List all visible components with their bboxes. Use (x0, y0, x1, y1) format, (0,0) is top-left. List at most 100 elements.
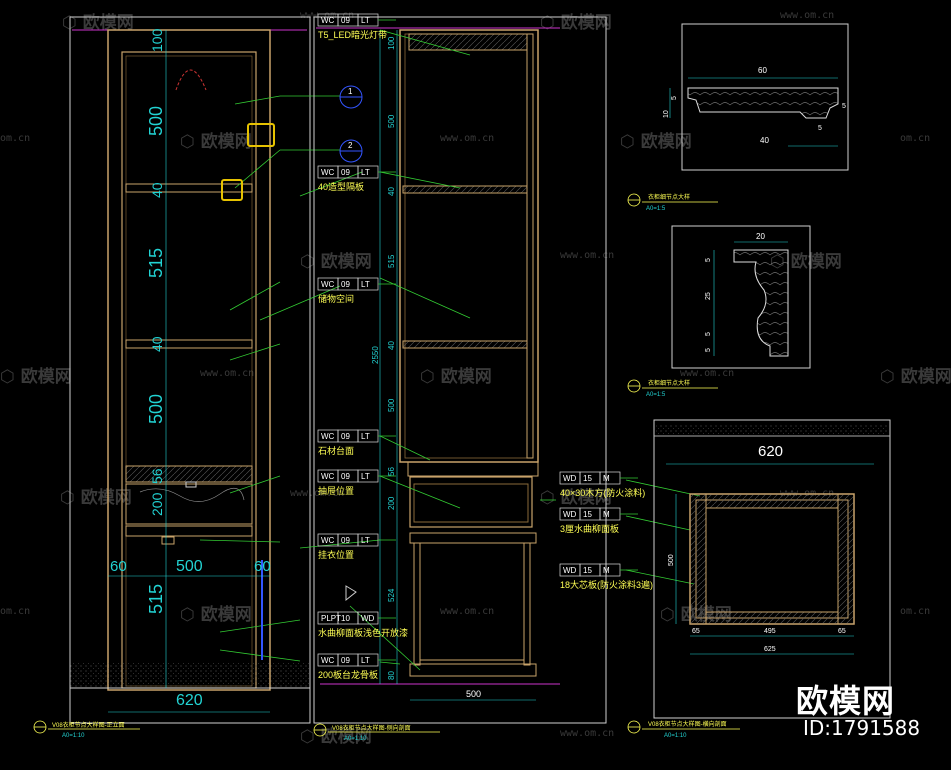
side-title-block: V08衣柜节点大样图-侧向剖面 A0=1:10 (313, 723, 440, 742)
detail-callout-2: 2 (339, 139, 363, 163)
front-dim-vertical: 40 (149, 336, 165, 352)
front-scale: A0=1:10 (62, 733, 85, 739)
watermark-url: www.om.cn (200, 368, 255, 379)
side-dim-total: 2550 (371, 346, 380, 364)
side-dim-vertical: 500 (387, 398, 396, 412)
front-dim-vertical: 500 (146, 394, 166, 424)
tag-cell-text: 15 (583, 566, 592, 575)
front-dim-vertical: 100 (149, 28, 165, 52)
detail-callout-1: 1 (339, 85, 363, 109)
watermark-url: om.cn (900, 133, 931, 144)
tag-note: 3厘水曲柳面板 (560, 523, 619, 534)
tag-cell-text: M (603, 474, 610, 483)
watermark-logo: ⬡ 欧模网 (880, 367, 951, 387)
tag-cell-text: LT (361, 280, 370, 289)
front-dim-vertical: 40 (149, 182, 165, 198)
tag-cell-text: 09 (341, 16, 350, 25)
watermark-logo: ⬡ 欧模网 (420, 367, 492, 387)
tag-cell-text: 09 (341, 656, 350, 665)
watermark-url: om.cn (900, 606, 931, 617)
watermark-logo: ⬡ 欧模网 (300, 252, 372, 272)
detail-a-dim-5: 40 (760, 136, 769, 145)
tag-cell-text: WC (321, 280, 335, 289)
tag-cell-text: WC (321, 168, 335, 177)
watermark-logo: ⬡ 欧模网 (620, 132, 692, 152)
detail-a-scale: A0=1:5 (646, 206, 666, 212)
tag-cell-text: 10 (341, 614, 350, 623)
watermark-logo: ⬡ 欧模网 (180, 605, 252, 625)
detail-b-dim-0: 20 (756, 232, 765, 241)
tag-cell-text: M (603, 510, 610, 519)
detail-a-dim-3: 5 (842, 103, 846, 110)
plan-dim-bottom-left: 65 (692, 628, 700, 635)
front-elevation (69, 16, 340, 724)
brand-id: ID:1791588 (803, 716, 921, 740)
front-dim-vertical: 56 (149, 468, 165, 484)
watermark-url: www.om.cn (560, 728, 615, 739)
tag-note: 水曲柳面板浅色开放漆 (318, 627, 408, 638)
right-tag: WD 15 M 3厘水曲柳面板 (559, 507, 638, 534)
side-dim-bottom: 500 (466, 689, 481, 699)
plan-section (653, 419, 891, 719)
tag-cell-text: WD (563, 566, 577, 575)
front-dim-vertical: 200 (149, 492, 165, 516)
side-dim-vertical: 40 (387, 187, 396, 196)
tag-note: 18大芯板(防火涂料3遍) (560, 579, 653, 590)
plan-scale: A0=1:10 (664, 733, 687, 739)
right-leaders (540, 479, 701, 585)
watermark-logo: ⬡ 欧模网 (180, 132, 252, 152)
tag-cell-text: 09 (341, 280, 350, 289)
front-dim-vertical: 515 (146, 248, 166, 278)
side-dim-vertical: 40 (387, 341, 396, 350)
detail-callout-2-label: 2 (348, 141, 353, 150)
tag-cell-text: 09 (341, 472, 350, 481)
detail-b-title-block: 衣柜细节点大样 A0=1:5 (627, 379, 718, 398)
plan-title-block: V08衣柜节点大样图-横向剖面 A0=1:10 (627, 720, 740, 739)
side-dim-vertical: 100 (387, 36, 396, 50)
front-title: V08衣柜节点大样图-正立面 (52, 721, 125, 729)
tag-cell-text: 09 (341, 536, 350, 545)
side-section (259, 16, 607, 724)
tag-cell-text: WC (321, 472, 335, 481)
tag-note: 挂衣位置 (318, 549, 354, 560)
tag-cell-text: 15 (583, 510, 592, 519)
tag-note: T5_LED暗光灯带 (318, 29, 387, 40)
plan-dim-top: 620 (758, 443, 783, 460)
watermark-logo: ⬡ 欧模网 (540, 488, 612, 508)
tag-cell-text: 15 (583, 474, 592, 483)
watermark-url: www.om.cn (440, 133, 495, 144)
side-scale: A0=1:10 (344, 736, 367, 742)
side-dim-vertical: 200 (387, 496, 396, 510)
detail-a: 60 10 5 5 5 40 (663, 23, 849, 171)
plan-dim-total: 625 (764, 646, 776, 653)
watermark-url: www.om.cn (780, 10, 835, 21)
tag-cell-text: WD (563, 510, 577, 519)
tag-note: 40造型隔板 (318, 181, 364, 192)
detail-callout-1-label: 1 (348, 87, 353, 96)
front-dim-vertical: 500 (146, 106, 166, 136)
front-dim-left: 60 (110, 558, 127, 575)
plan-dim-bottom-mid: 495 (764, 628, 776, 635)
detail-a-dim-0: 60 (758, 66, 767, 75)
side-title: V08衣柜节点大样图-侧向剖面 (332, 724, 411, 732)
detail-b-scale: A0=1:5 (646, 392, 666, 398)
detail-b-dim-3: 5 (705, 332, 712, 336)
tag-cell-text: LT (361, 16, 370, 25)
tag-cell-text: WC (321, 656, 335, 665)
watermark-url: www.om.cn (680, 368, 735, 379)
tag-cell-text: WD (563, 474, 577, 483)
side-dim-vertical: 80 (387, 671, 396, 680)
tag-note: 200板台龙骨板 (318, 669, 378, 680)
front-dim-mid: 500 (176, 558, 203, 575)
